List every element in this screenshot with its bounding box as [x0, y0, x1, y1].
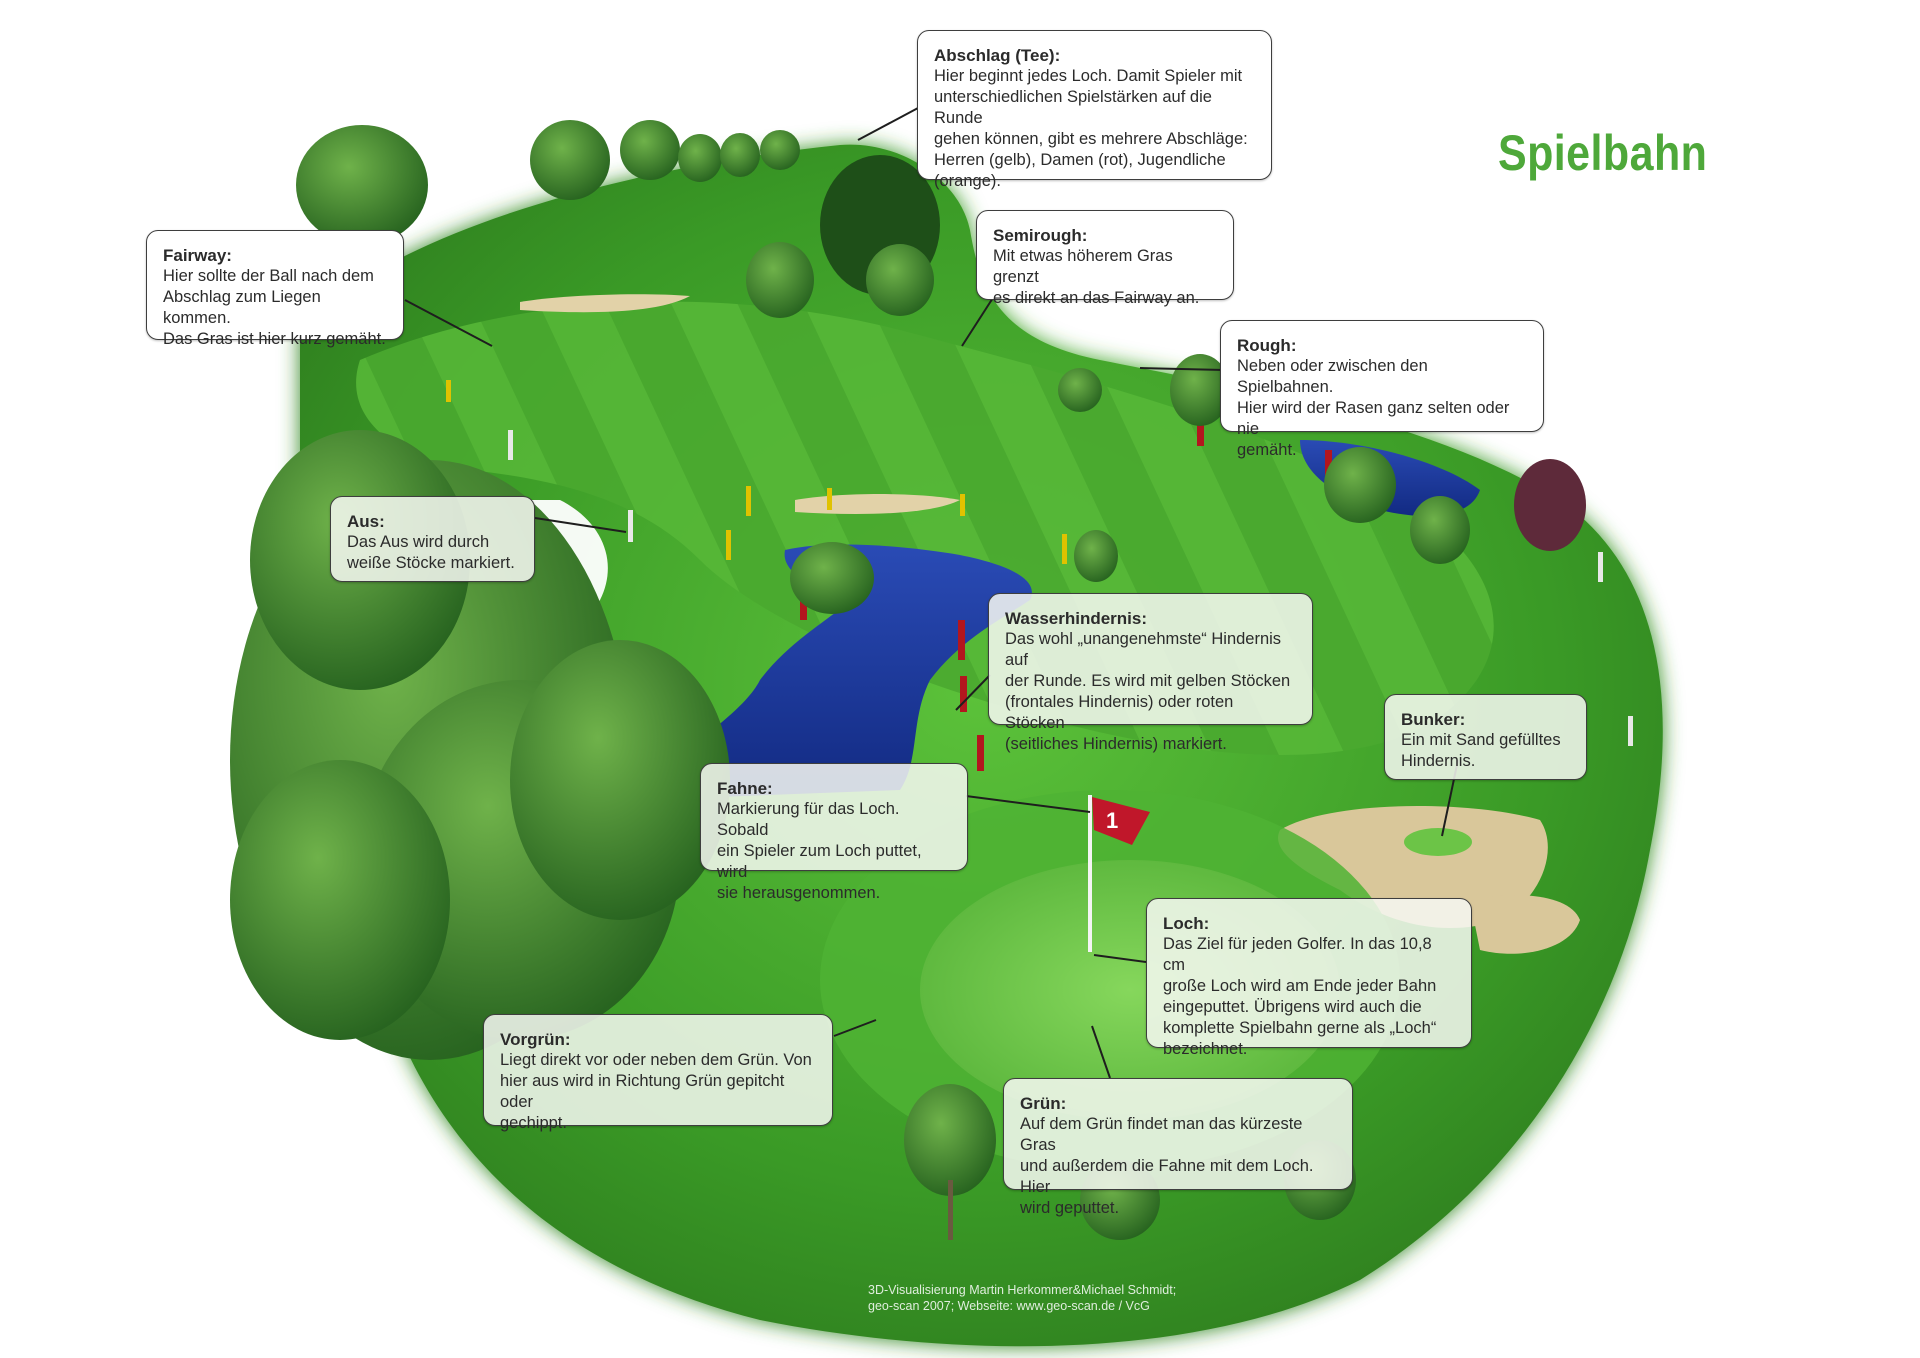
white-stakes: [508, 430, 1633, 746]
water-hazard: [640, 544, 1032, 800]
callout-text: Mit etwas höherem Gras grenzt es direkt …: [993, 247, 1200, 307]
callout-text: Das Ziel für jeden Golfer. In das 10,8 c…: [1163, 935, 1437, 1058]
callout-heading: Bunker:: [1401, 710, 1466, 729]
page-title: Spielbahn: [1498, 125, 1708, 181]
callout-text: Neben oder zwischen den Spielbahnen. Hie…: [1237, 357, 1510, 459]
callout-semirough: Semirough: Mit etwas höherem Gras grenzt…: [976, 210, 1234, 307]
bunker-green: [1278, 806, 1548, 929]
callout-heading: Wasserhindernis:: [1005, 609, 1148, 628]
callout-text: Ein mit Sand gefülltes Hindernis.: [1401, 731, 1561, 770]
callout-text: Das Aus wird durch weiße Stöcke markiert…: [347, 533, 515, 572]
callout-aus: Aus: Das Aus wird durch weiße Stöcke mar…: [330, 496, 535, 582]
callout-fahne: Fahne: Markierung für das Loch. Sobald e…: [700, 763, 968, 902]
callout-heading: Semirough:: [993, 226, 1088, 245]
callout-text: Liegt direkt vor oder neben dem Grün. Vo…: [500, 1051, 812, 1132]
callout-heading: Loch:: [1163, 914, 1210, 933]
callout-vorgruen: Vorgrün: Liegt direkt vor oder neben dem…: [483, 1014, 833, 1132]
callout-heading: Aus:: [347, 512, 385, 531]
callout-loch: Loch: Das Ziel für jeden Golfer. In das …: [1146, 898, 1472, 1058]
flag-cloth: [1092, 797, 1150, 845]
leader-lines: [404, 107, 1459, 1079]
tree-large-left: [230, 430, 730, 1060]
callout-wasserhindernis: Wasserhindernis: Das wohl „unangenehmste…: [988, 593, 1313, 753]
callout-bunker: Bunker: Ein mit Sand gefülltes Hindernis…: [1384, 694, 1587, 780]
callout-heading: Abschlag (Tee):: [934, 46, 1061, 65]
callout-heading: Vorgrün:: [500, 1030, 571, 1049]
callout-gruen: Grün: Auf dem Grün findet man das kürzes…: [1003, 1078, 1353, 1217]
callout-text: Das wohl „unangenehmste“ Hindernis auf d…: [1005, 630, 1291, 753]
callout-fairway: Fairway: Hier sollte der Ball nach dem A…: [146, 230, 404, 348]
flag-number: 1: [1106, 808, 1118, 833]
callout-text: Markierung für das Loch. Sobald ein Spie…: [717, 800, 922, 902]
callout-text: Auf dem Grün findet man das kürzeste Gra…: [1020, 1115, 1314, 1217]
callout-abschlag: Abschlag (Tee): Hier beginnt jedes Loch.…: [917, 30, 1272, 190]
callout-text: Hier sollte der Ball nach dem Abschlag z…: [163, 267, 386, 348]
callout-heading: Grün:: [1020, 1094, 1067, 1113]
svg-text:1: 1: [1106, 808, 1118, 833]
trees: [230, 120, 1586, 1240]
yellow-stakes: [446, 380, 1067, 564]
bunker-fairway: [520, 294, 690, 313]
callout-rough: Rough: Neben oder zwischen den Spielbahn…: [1220, 320, 1544, 459]
callout-text: Hier beginnt jedes Loch. Damit Spieler m…: [934, 67, 1248, 190]
callout-heading: Rough:: [1237, 336, 1297, 355]
bunker-fairway-2: [795, 494, 960, 515]
callout-heading: Fahne:: [717, 779, 773, 798]
image-credit: 3D-Visualisierung Martin Herkommer&Micha…: [868, 1283, 1177, 1313]
callout-heading: Fairway:: [163, 246, 232, 265]
